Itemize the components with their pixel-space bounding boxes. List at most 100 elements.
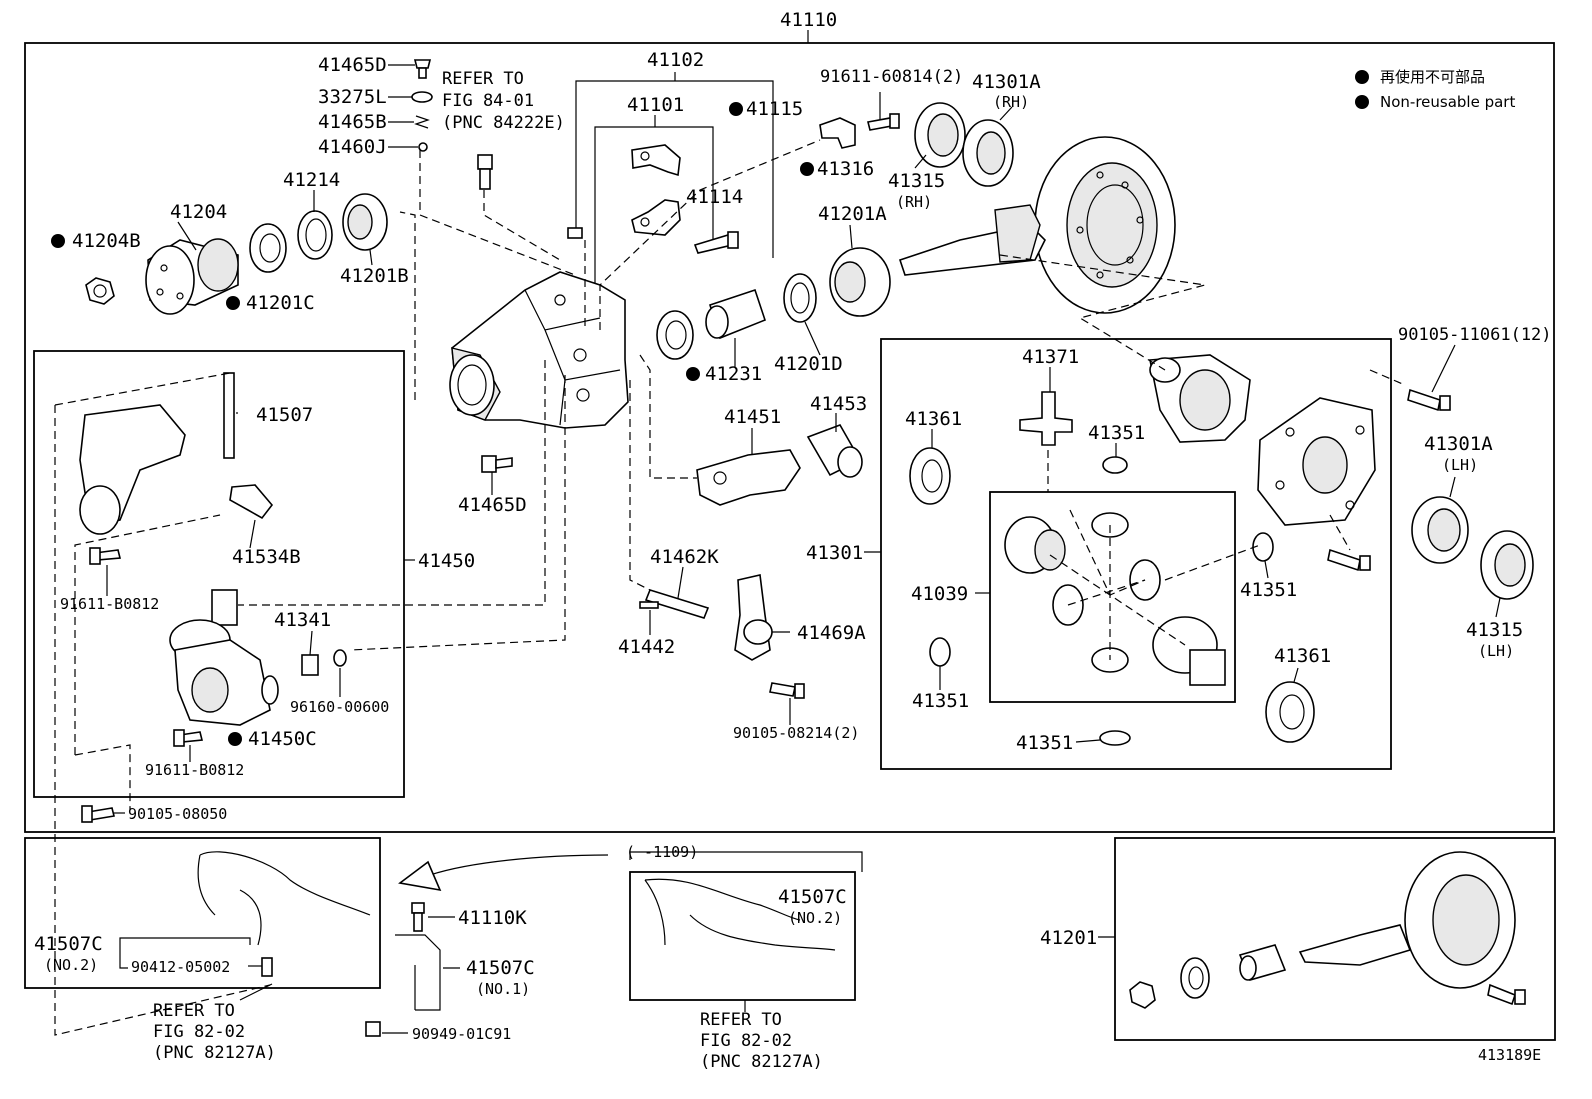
bracket-41316 bbox=[819, 117, 856, 149]
label-41315-lh: 41315 bbox=[1466, 619, 1523, 641]
label-41460J: 41460J bbox=[318, 136, 387, 158]
flange-nut-41204B bbox=[85, 277, 115, 305]
bolt-91611-B0812-lower bbox=[173, 729, 204, 747]
label-41204B: 41204B bbox=[72, 230, 141, 252]
refer-fig-82-02-left-line2: FIG 82-02 bbox=[153, 1022, 245, 1042]
pin bbox=[567, 227, 583, 239]
plug-41465D-mid bbox=[481, 455, 513, 473]
bolt-91611-60814 bbox=[867, 113, 900, 131]
breather-hose-41507C-mid bbox=[644, 878, 836, 951]
label-90105-08050: 90105-08050 bbox=[128, 805, 227, 823]
label-41114: 41114 bbox=[686, 186, 743, 208]
label-41465D-mid: 41465D bbox=[458, 494, 527, 516]
label-91611-B0812-lower: 91611-B0812 bbox=[145, 761, 244, 779]
label-41110K: 41110K bbox=[458, 907, 527, 929]
bolt-90105-08214 bbox=[769, 682, 805, 699]
label-lh: (LH) bbox=[1442, 456, 1478, 474]
adjusting-nut-41315-rh bbox=[914, 102, 966, 168]
label-41201A: 41201A bbox=[818, 203, 887, 225]
label-41465B: 41465B bbox=[318, 111, 387, 133]
clip-90949-01C91 bbox=[365, 1021, 381, 1037]
label-no1: (NO.1) bbox=[476, 980, 530, 998]
refer-fig-84-01-line2: FIG 84-01 bbox=[442, 91, 534, 111]
rod-41507 bbox=[223, 372, 235, 459]
label-41534B: 41534B bbox=[232, 546, 301, 568]
bolt-case bbox=[1327, 548, 1371, 572]
label-90105-11061: 90105-11061(12) bbox=[1398, 325, 1552, 345]
shaft-41462K bbox=[644, 589, 710, 619]
label-41507C-no1: 41507C bbox=[466, 957, 535, 979]
label-41442: 41442 bbox=[618, 636, 675, 658]
label-rh: (RH) bbox=[896, 193, 932, 211]
label-41453: 41453 bbox=[810, 393, 867, 415]
differential-case-lower bbox=[1257, 397, 1376, 526]
thrust-washer-41351-upper bbox=[1102, 456, 1128, 474]
label-41201: 41201 bbox=[1040, 927, 1097, 949]
refer-fig-84-01-line3: (PNC 84222E) bbox=[442, 113, 565, 133]
o-ring bbox=[261, 675, 279, 705]
label-96160-00600: 96160-00600 bbox=[290, 698, 389, 716]
non-reusable-dot-icon bbox=[228, 732, 242, 746]
lever-41469A bbox=[734, 574, 773, 661]
side-gear-right bbox=[1152, 616, 1226, 686]
label-41351-right: 41351 bbox=[1240, 579, 1297, 601]
legend-non-reusable-en: Non-reusable part bbox=[1380, 93, 1515, 111]
breather-hose-41507C-no2 bbox=[197, 851, 371, 946]
ring-96160-00600 bbox=[333, 649, 347, 667]
label-91611-B0812: 91611-B0812 bbox=[60, 595, 159, 613]
ring-pinion-kit-41201 bbox=[1129, 851, 1526, 1009]
arrow-icon bbox=[398, 854, 609, 892]
companion-flange-41204 bbox=[145, 238, 239, 315]
label-41315-rh: 41315 bbox=[888, 170, 945, 192]
non-reusable-dot-icon bbox=[800, 162, 814, 176]
label-no2-mid: (NO.2) bbox=[788, 909, 842, 927]
seal bbox=[656, 310, 694, 360]
gasket-33275L bbox=[411, 91, 433, 103]
thrust-washer-41351-left bbox=[929, 637, 951, 667]
shift-fork-41101 bbox=[631, 144, 681, 236]
refer-fig-84-01-line1: REFER TO bbox=[442, 69, 524, 89]
label-41507: 41507 bbox=[256, 404, 313, 426]
plate-41534B bbox=[229, 484, 274, 520]
spacer-41231 bbox=[705, 288, 766, 340]
refer-fig-82-02-mid-line1: REFER TO bbox=[700, 1010, 782, 1030]
label-41361-upper: 41361 bbox=[905, 408, 962, 430]
label-90412-05002: 90412-05002 bbox=[131, 958, 230, 976]
label-33275L: 33275L bbox=[318, 86, 387, 108]
thrust-washer-41351-bottom bbox=[1099, 730, 1131, 746]
label-41351-left: 41351 bbox=[912, 690, 969, 712]
label-41316: 41316 bbox=[817, 158, 874, 180]
label-41039: 41039 bbox=[911, 583, 968, 605]
label-41231: 41231 bbox=[705, 363, 762, 385]
label-41301A-rh: 41301A bbox=[972, 71, 1041, 93]
label-41507C-left: 41507C bbox=[34, 933, 103, 955]
ring-pinion-kit-frame bbox=[1114, 837, 1556, 1041]
shift-fork-41451 bbox=[696, 449, 801, 506]
label-41361-lower: 41361 bbox=[1274, 645, 1331, 667]
side-gear-left bbox=[1004, 516, 1066, 574]
label-41101: 41101 bbox=[627, 94, 684, 116]
refer-fig-82-02-left-line1: REFER TO bbox=[153, 1001, 235, 1021]
main-assembly-frame bbox=[24, 42, 1555, 833]
ball-41460J bbox=[418, 142, 428, 152]
label-41465D-top: 41465D bbox=[318, 54, 387, 76]
legend-dot-icon bbox=[1355, 95, 1369, 109]
bolt-91611-B0812 bbox=[89, 547, 122, 565]
label-41507C-mid: 41507C bbox=[778, 886, 847, 908]
differential-case-upper bbox=[1149, 354, 1251, 443]
label-41201D: 41201D bbox=[774, 353, 843, 375]
cover-41450 bbox=[79, 404, 186, 535]
side-bearing-41301A-rh bbox=[962, 119, 1014, 187]
label-no2-left: (NO.2) bbox=[44, 956, 98, 974]
label-41450: 41450 bbox=[418, 550, 475, 572]
adjusting-nut-41315-lh bbox=[1480, 530, 1534, 600]
front-bearing-41201B bbox=[342, 193, 388, 251]
label-41214: 41214 bbox=[283, 169, 340, 191]
key-41442 bbox=[639, 601, 659, 609]
label-41201B: 41201B bbox=[340, 265, 409, 287]
label-41301: 41301 bbox=[806, 542, 863, 564]
spring-41465B bbox=[414, 115, 430, 129]
label-90105-08214: 90105-08214(2) bbox=[733, 724, 859, 742]
non-reusable-dot-icon bbox=[729, 102, 743, 116]
